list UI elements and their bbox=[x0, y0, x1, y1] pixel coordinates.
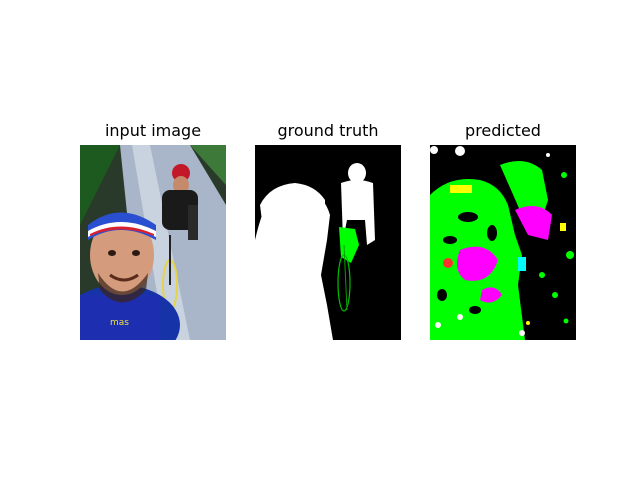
ground-truth-title: ground truth bbox=[277, 121, 379, 140]
ground-truth-panel bbox=[255, 145, 401, 340]
predicted-title: predicted bbox=[465, 121, 541, 140]
predicted-mask bbox=[430, 145, 576, 340]
svg-text:mas: mas bbox=[110, 318, 129, 328]
input-image-panel: mas bbox=[80, 145, 226, 340]
input-image-title: input image bbox=[104, 121, 202, 140]
input-photo: mas bbox=[80, 145, 226, 340]
ground-truth-mask bbox=[255, 145, 401, 340]
predicted-panel bbox=[430, 145, 576, 340]
